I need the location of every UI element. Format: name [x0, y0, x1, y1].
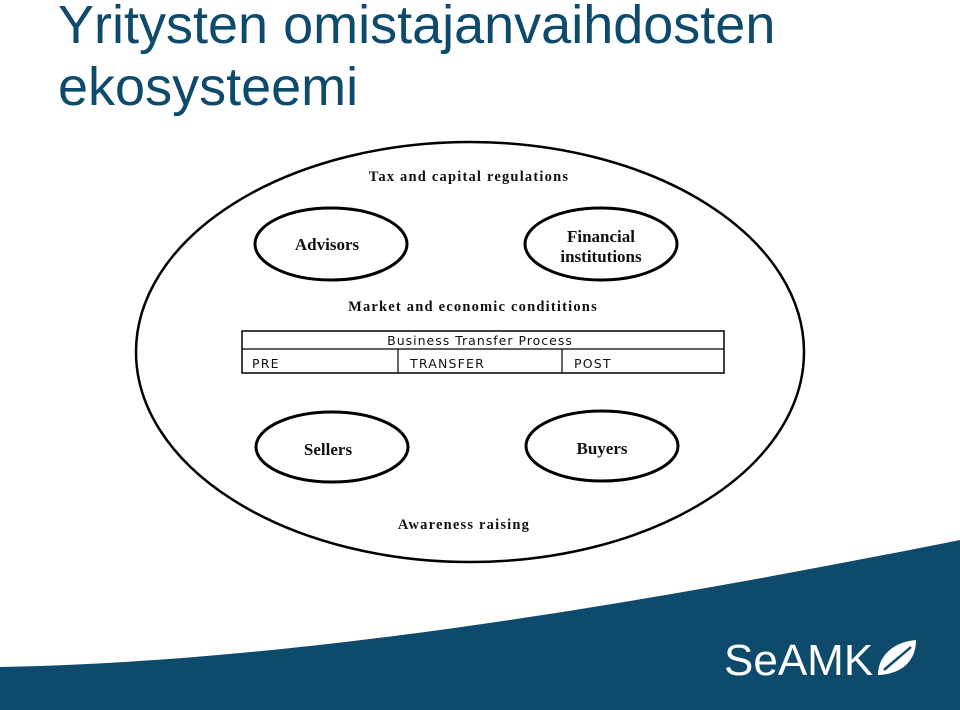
- financial-institutions-label-line-2: institutions: [560, 247, 642, 266]
- footer-band: [0, 540, 960, 710]
- process-title: Business Transfer Process: [387, 333, 573, 348]
- slide-title-line-1: Yritysten omistajanvaihdosten: [58, 0, 776, 55]
- business-transfer-process-table: [241, 330, 725, 374]
- financial-institutions-ellipse: [523, 206, 679, 282]
- phase-post: POST: [574, 356, 612, 371]
- phase-pre: PRE: [252, 356, 280, 371]
- buyers-label: Buyers: [577, 439, 628, 458]
- slide-title: Yritysten omistajanvaihdosten ekosysteem…: [58, 0, 938, 118]
- slide-title-line-2: ekosysteemi: [58, 57, 359, 117]
- advisors-ellipse: [253, 206, 409, 282]
- financial-institutions-label-line-1: Financial: [567, 227, 635, 246]
- leaf-icon: [878, 640, 916, 675]
- ecosystem-outer-ellipse: [134, 140, 806, 564]
- tax-regulations-label: Tax and capital regulations: [369, 169, 569, 185]
- sellers-ellipse: [254, 410, 410, 484]
- market-conditions-label: Market and economic condititions: [348, 299, 598, 315]
- phase-transfer: TRANSFER: [409, 356, 485, 371]
- awareness-raising-label: Awareness raising: [398, 517, 530, 533]
- seamk-logo-text: SeAMK: [724, 636, 873, 685]
- advisors-label: Advisors: [295, 235, 360, 254]
- buyers-ellipse: [524, 409, 680, 483]
- sellers-label: Sellers: [304, 440, 353, 459]
- seamk-logo: SeAMK: [724, 636, 916, 685]
